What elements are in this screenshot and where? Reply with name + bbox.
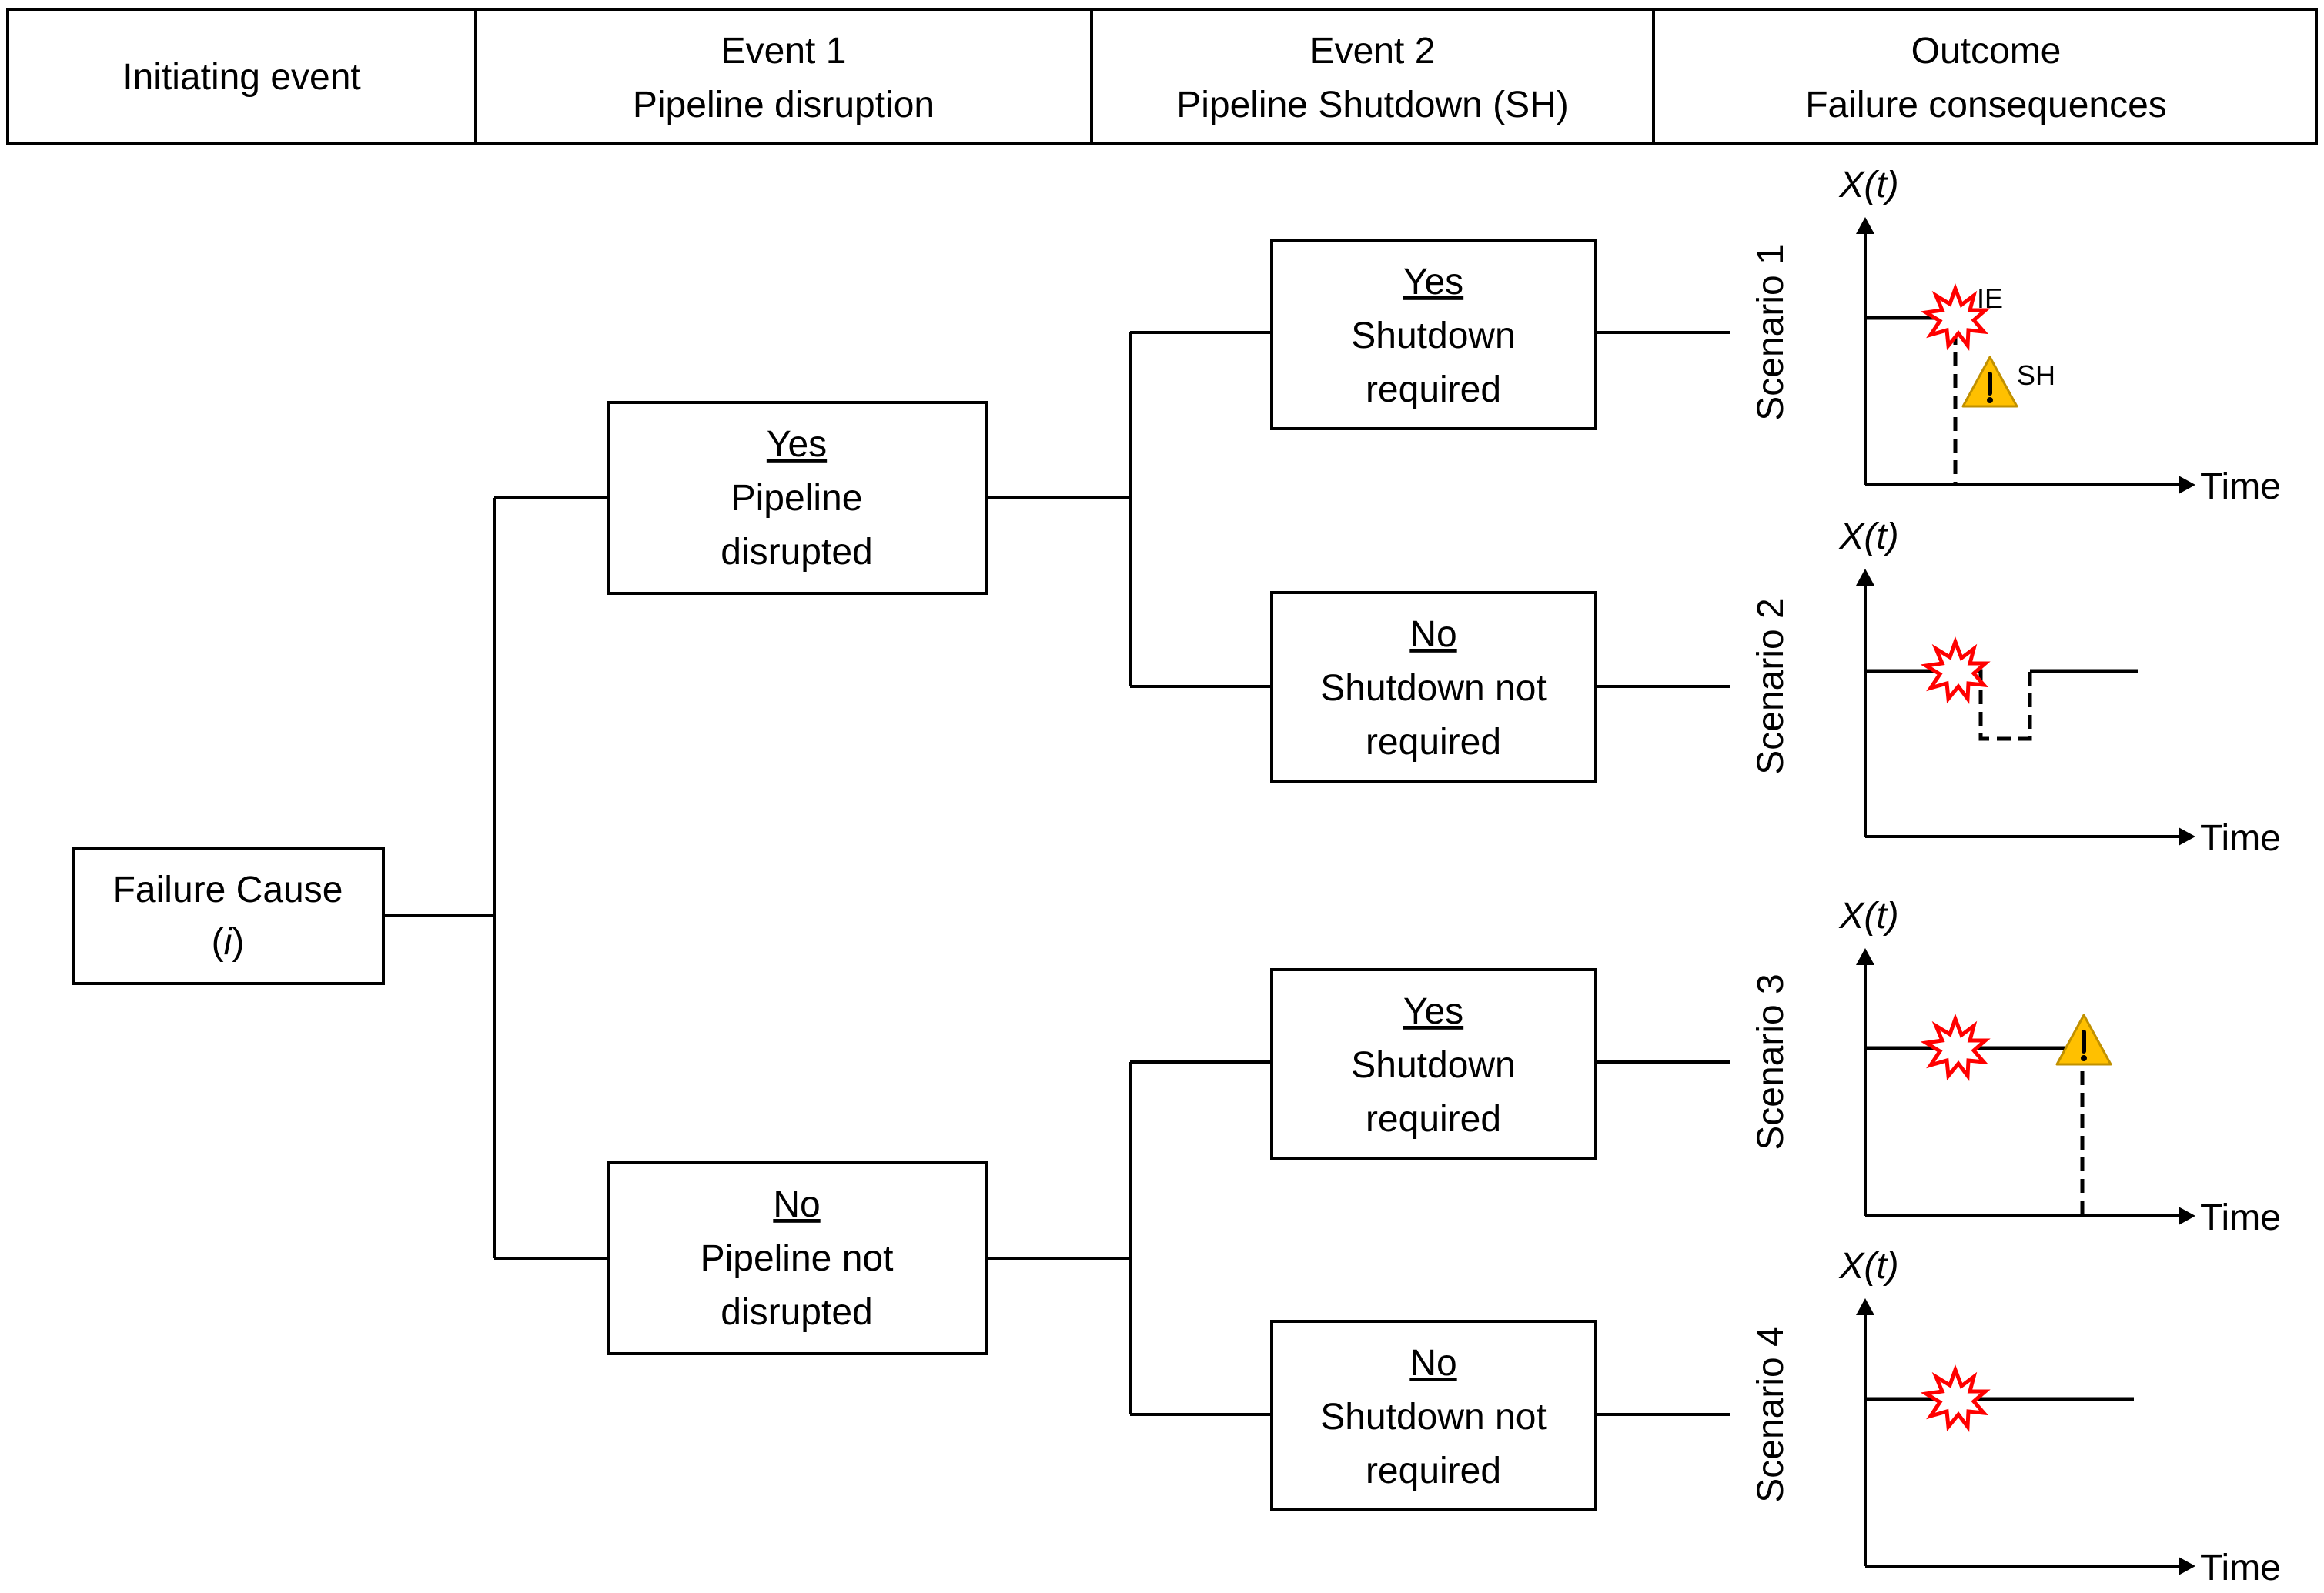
explosion-icon [1926,1370,1985,1427]
scenario-3-y-axis-label: X(t) [1838,896,1898,937]
node-event1-no-title: No [773,1184,820,1225]
node-event2-yes-lower-title: Yes [1403,991,1463,1032]
scenario-2-x-axis-label: Time [2200,818,2281,859]
header-event2-subtitle: Pipeline Shutdown (SH) [1176,85,1569,125]
scenario-2-y-axis-label: X(t) [1838,516,1898,557]
node-event2-no-lower: No Shutdown not required [1270,1320,1597,1511]
scenario-4-x-axis-label: Time [2200,1548,2281,1588]
scenario-1-sh-annotation: SH [2017,359,2055,391]
header-initiating-event: Initiating event [122,57,361,98]
header-event2-title: Event 2 [1310,31,1436,72]
node-event2-no-lower-line1: Shutdown not [1320,1397,1547,1438]
node-event2-no-upper: No Shutdown not required [1270,591,1597,783]
node-event1-yes-title: Yes [767,424,827,465]
header-event1-subtitle: Pipeline disruption [633,85,935,125]
node-event2-yes-upper-line2: required [1366,369,1501,410]
scenario-4-label: Scenario 4 [1751,1326,1791,1502]
node-event2-no-lower-line2: required [1366,1451,1501,1491]
node-event1-no: No Pipeline not disrupted [607,1161,988,1355]
node-event2-yes-upper-line1: Shutdown [1351,316,1516,356]
scenario-3-plot: X(t) Time [1838,896,2281,1238]
node-event2-no-lower-title: No [1409,1343,1456,1384]
node-event2-yes-lower-line1: Shutdown [1351,1045,1516,1086]
node-event1-no-line1: Pipeline not [701,1238,894,1279]
node-event2-yes-upper-title: Yes [1403,262,1463,302]
warning-icon [2057,1015,2111,1064]
node-event2-yes-lower-line2: required [1366,1099,1501,1140]
node-event1-yes-line1: Pipeline [731,478,863,519]
scenario-1-x-axis-label: Time [2200,466,2281,507]
scenario-3-x-axis-label: Time [2200,1197,2281,1238]
scenario-1-plot: X(t) Time IE SH [1838,165,2281,507]
explosion-icon [1926,1019,1985,1076]
scenario-4-plot: X(t) Time [1838,1246,2281,1588]
scenario-2-label: Scenario 2 [1751,598,1791,774]
scenario-1-ie-annotation: IE [1977,282,2003,314]
scenario-1-y-axis-label: X(t) [1838,165,1898,205]
header-table: Initiating event Event 1 Pipeline disrup… [6,8,2318,145]
node-event1-yes-line2: disrupted [721,532,872,573]
warning-icon [1963,357,2017,406]
tree-connectors [383,331,1730,1416]
scenario-2-plot: X(t) Time [1838,516,2281,859]
node-event2-yes-upper: Yes Shutdown required [1270,239,1597,430]
node-event2-no-upper-title: No [1409,614,1456,655]
explosion-icon [1926,642,1985,699]
scenario-1-label: Scenario 1 [1751,244,1791,420]
header-outcome-title: Outcome [1911,31,2062,72]
scenario-3-label: Scenario 3 [1751,974,1791,1150]
node-event2-yes-lower: Yes Shutdown required [1270,968,1597,1160]
node-event2-no-upper-line2: required [1366,722,1501,763]
header-event1-title: Event 1 [721,31,847,72]
node-event1-no-line2: disrupted [721,1292,872,1333]
node-failure-cause-index: (i) [212,922,245,963]
node-event1-yes: Yes Pipeline disrupted [607,401,988,595]
scenario-4-y-axis-label: X(t) [1838,1246,1898,1287]
header-outcome-subtitle: Failure consequences [1805,85,2167,125]
node-failure-cause: Failure Cause (i) [72,847,385,985]
node-failure-cause-label: Failure Cause [113,870,343,910]
node-event2-no-upper-line1: Shutdown not [1320,668,1547,709]
